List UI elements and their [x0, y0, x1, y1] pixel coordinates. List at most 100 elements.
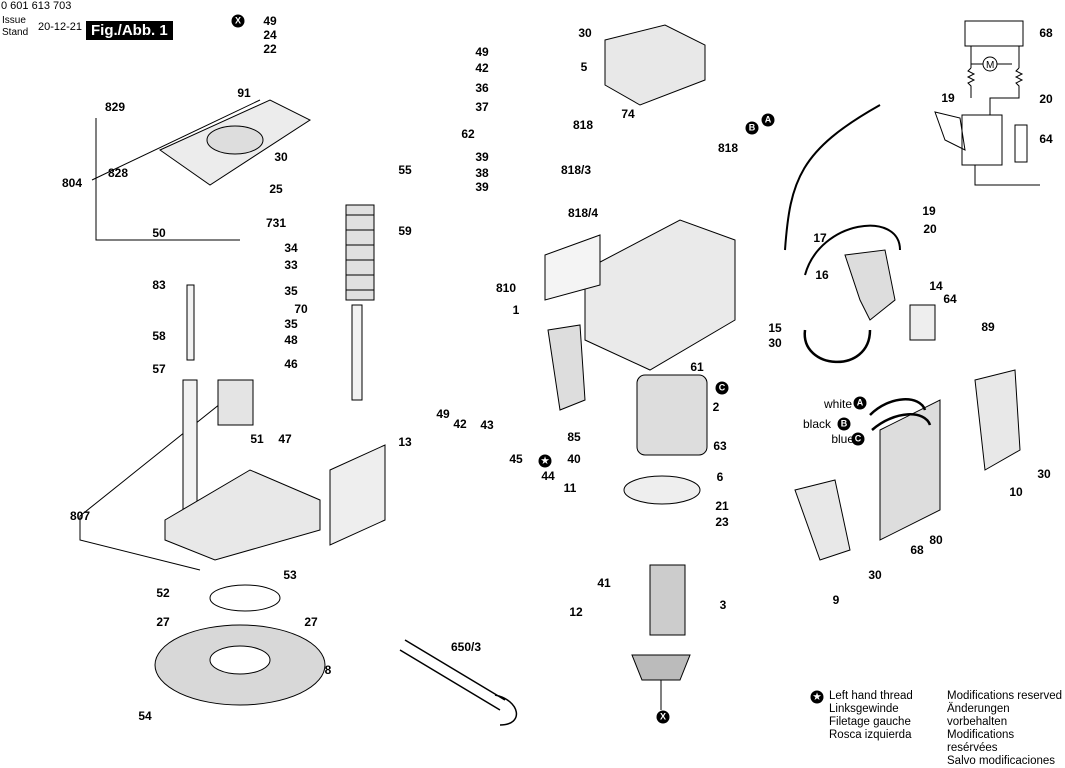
router-base — [164, 469, 321, 561]
part-number-label: 39 — [475, 150, 489, 164]
part-number-label: 12 — [569, 605, 583, 619]
left-hand-thread-icon: ★ — [810, 690, 824, 704]
reference-marker: A — [761, 113, 775, 127]
fan-baffle — [623, 475, 701, 505]
part-number-label: 62 — [461, 127, 475, 141]
part-number-label: 51 — [250, 432, 264, 446]
part-number-label: 807 — [69, 509, 91, 523]
part-number-label: 89 — [981, 320, 995, 334]
chip-guard — [329, 444, 386, 546]
part-number-label: 17 — [813, 231, 827, 245]
part-number-label: 50 — [152, 226, 166, 240]
part-number-label: 49 — [263, 14, 277, 28]
motor-cap — [604, 24, 706, 106]
spring — [345, 204, 375, 301]
part-number-label: 57 — [152, 362, 166, 376]
reference-marker: C — [715, 381, 729, 395]
part-number-label: 20 — [1039, 92, 1053, 106]
part-number-label: 1 — [512, 303, 520, 317]
part-number-label: 3 — [719, 598, 727, 612]
handle-housing — [879, 399, 941, 541]
suppressor — [909, 304, 936, 341]
motor-symbol: M — [986, 60, 994, 71]
part-number-label: 63 — [713, 439, 727, 453]
part-number-label: 33 — [284, 258, 298, 272]
part-number-label: 829 — [104, 100, 126, 114]
motor-housing — [584, 219, 736, 371]
part-number-label: 83 — [152, 278, 166, 292]
legend-line: Salvo modificaciones — [947, 755, 1056, 767]
part-number-label: 13 — [398, 435, 412, 449]
column-rod — [351, 304, 363, 401]
part-number-label: 650/3 — [450, 640, 482, 654]
legend-left-hand-thread: Left hand thread Linksgewinde Filetage g… — [829, 690, 913, 742]
part-number-label: 35 — [284, 317, 298, 331]
cable — [784, 104, 881, 251]
part-number-label: 8 — [324, 663, 332, 677]
part-number-label: 35 — [284, 284, 298, 298]
part-number-label: 9 — [832, 593, 840, 607]
part-number-label: 52 — [156, 586, 170, 600]
handle-left — [547, 324, 586, 411]
part-number-label: 21 — [715, 499, 729, 513]
part-number-label: 23 — [715, 515, 729, 529]
stand-label: Stand — [2, 27, 29, 38]
column-rod-left — [182, 379, 198, 521]
part-number-label: 85 — [567, 430, 581, 444]
part-number-label: 20 — [923, 222, 937, 236]
depth-rod — [186, 284, 195, 361]
part-number-label: 80 — [929, 533, 943, 547]
part-number-label: 70 — [294, 302, 308, 316]
part-number-label: 731 — [265, 216, 287, 230]
part-number-label: 58 — [152, 329, 166, 343]
part-number-label: 30 — [274, 150, 288, 164]
handle-right — [794, 479, 851, 561]
part-number-label: 30 — [1037, 467, 1051, 481]
part-number-label: 42 — [453, 417, 467, 431]
part-number-label: 10 — [1009, 485, 1023, 499]
wire-pair — [803, 329, 872, 364]
part-number-label: 6 — [716, 470, 724, 484]
part-number-label: 61 — [690, 360, 704, 374]
issue-label: Issue — [2, 15, 26, 26]
part-number-label: 804 — [61, 176, 83, 190]
part-number-label: 24 — [263, 28, 277, 42]
part-number-label: 818 — [717, 141, 739, 155]
depth-stop — [217, 379, 254, 426]
exploded-parts-drawing: M — [79, 20, 1040, 726]
part-number-label: 15 — [768, 321, 782, 335]
part-number-label: 27 — [304, 615, 318, 629]
part-number-label: 64 — [943, 292, 957, 306]
part-number-label: 19 — [941, 91, 955, 105]
label-plate — [544, 234, 601, 301]
figure-title: Fig./Abb. 1 — [86, 21, 173, 40]
part-number-label: 30 — [868, 568, 882, 582]
part-number-label: 22 — [263, 42, 277, 56]
part-number-label: 818/4 — [567, 206, 599, 220]
part-number-label: 54 — [138, 709, 152, 723]
legend-line: Filetage gauche — [829, 716, 911, 728]
part-number: 0 601 613 703 — [1, 0, 72, 12]
left-hand-thread-marker-icon: ★ — [538, 454, 552, 468]
part-number-label: 30 — [578, 26, 592, 40]
part-number-label: 45 — [509, 452, 523, 466]
part-number-label: 34 — [284, 241, 298, 255]
wire-blue-label: blue — [831, 432, 854, 446]
part-number-label: 38 — [475, 166, 489, 180]
part-number-label: 828 — [107, 166, 129, 180]
armature-fan — [631, 654, 691, 681]
part-number-label: 49 — [436, 407, 450, 421]
part-number-label: 55 — [398, 163, 412, 177]
part-number-label: 74 — [621, 107, 635, 121]
armature — [649, 564, 686, 636]
legend-line: Rosca izquierda — [829, 729, 912, 741]
part-number-label: 27 — [156, 615, 170, 629]
part-number-label: 40 — [567, 452, 581, 466]
part-number-label: 14 — [929, 279, 943, 293]
part-number-label: 91 — [237, 86, 251, 100]
part-number-label: 41 — [597, 576, 611, 590]
motor-symbol-circle — [982, 56, 998, 72]
part-number-label: 37 — [475, 100, 489, 114]
part-number-label: 68 — [1039, 26, 1053, 40]
wrench — [399, 639, 518, 726]
